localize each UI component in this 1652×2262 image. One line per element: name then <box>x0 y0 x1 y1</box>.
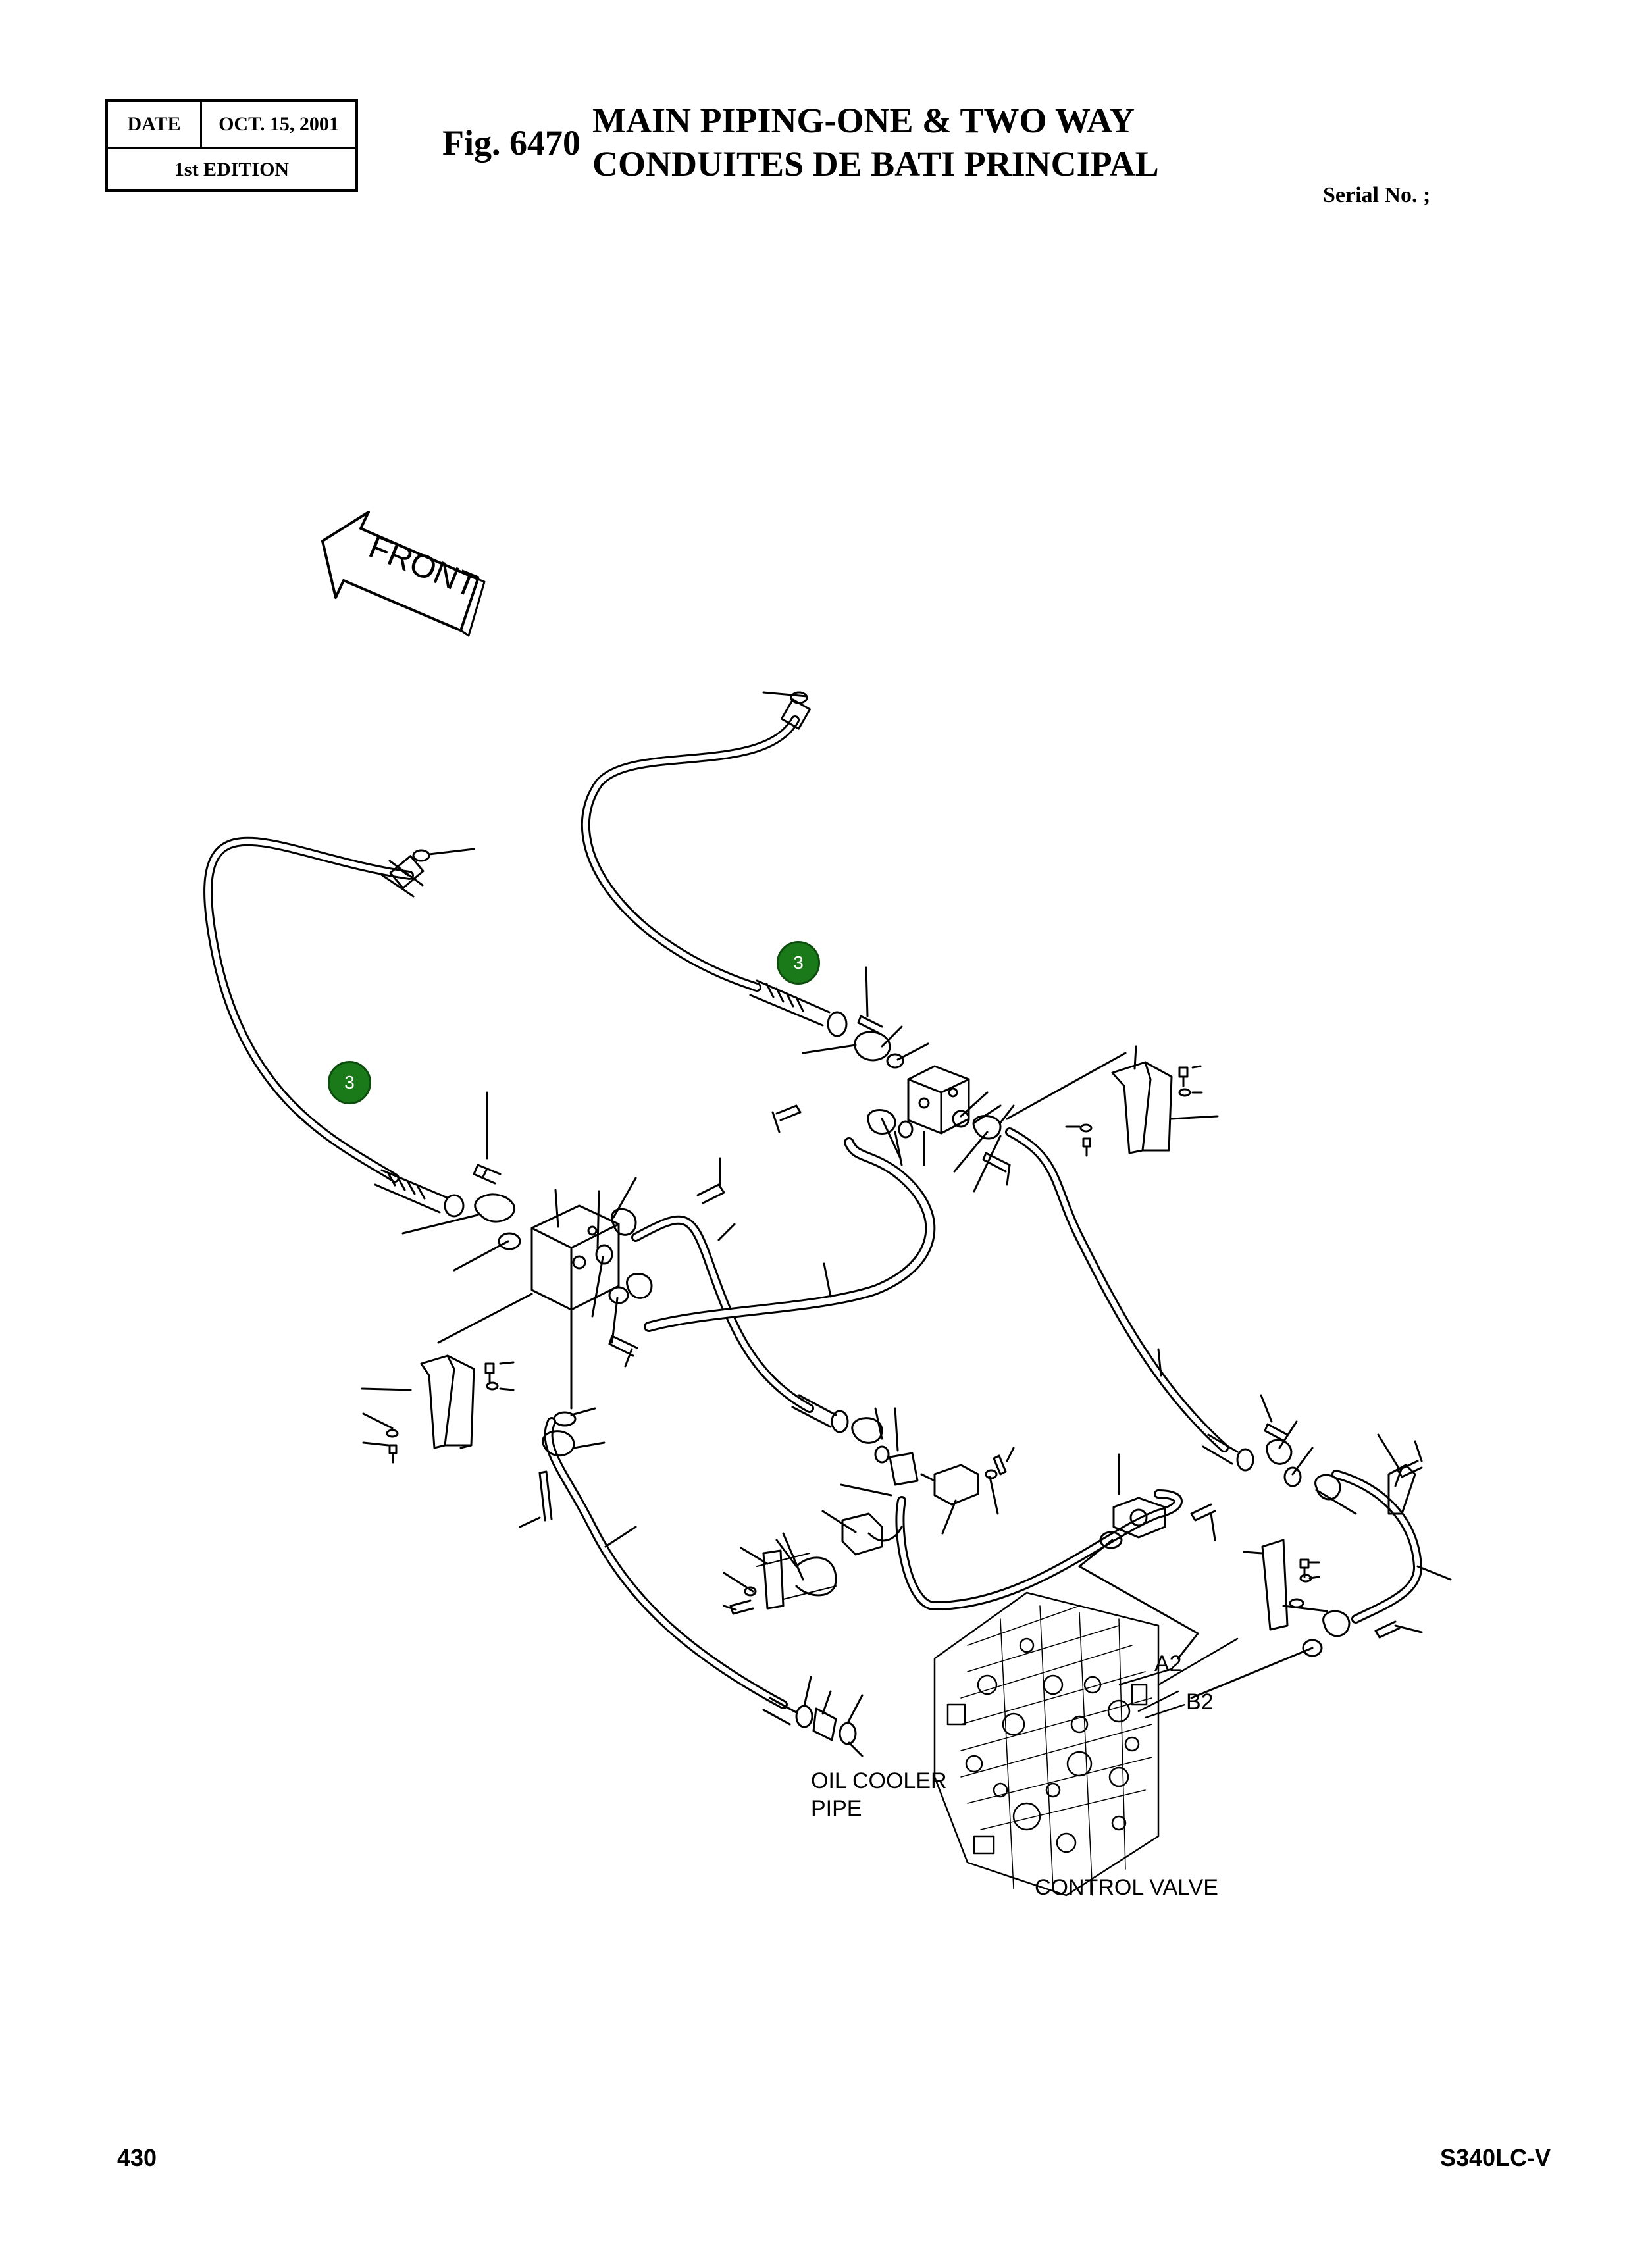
title-french: CONDUITES DE BATI PRINCIPAL <box>592 144 1159 184</box>
date-box: DATE OCT. 15, 2001 1st EDITION <box>105 99 358 192</box>
callout-bubble[interactable]: 3 <box>777 941 820 985</box>
title-english: MAIN PIPING-ONE & TWO WAY <box>592 101 1135 140</box>
cross-pipe <box>631 1137 936 1433</box>
label-a2: A2 <box>1154 1651 1182 1676</box>
middle-upper-hose <box>581 691 848 1037</box>
callout-bubble[interactable]: 3 <box>328 1061 371 1104</box>
left-valve-block <box>401 1091 725 1410</box>
date-label: DATE <box>108 102 202 147</box>
label-control-valve: CONTROL VALVE <box>1035 1875 1218 1900</box>
serial-number: Serial No. ; <box>1323 183 1431 207</box>
label-b2: B2 <box>1186 1689 1214 1714</box>
lower-left-hose <box>519 1407 864 1757</box>
label-oil-cooler-pipe-line1: OIL COOLER <box>811 1768 947 1793</box>
front-arrow-label: FRONT <box>364 528 483 604</box>
middle-valve-block <box>771 966 1127 1193</box>
front-arrow-icon: FRONT <box>321 511 486 637</box>
label-oil-cooler-pipe-line2: PIPE <box>811 1796 862 1821</box>
right-lower-pipe <box>1190 1394 1452 1699</box>
center-lower-pipe <box>723 1407 1216 1660</box>
right-hose <box>1005 1127 1254 1472</box>
model-name: S340LC-V <box>1440 2144 1551 2171</box>
date-value: OCT. 15, 2001 <box>219 113 339 135</box>
page-number: 430 <box>117 2144 157 2171</box>
right-upper-bracket <box>1065 1045 1219 1157</box>
left-upper-hose <box>203 836 475 1218</box>
control-valve-body <box>933 1591 1239 1897</box>
edition: 1st EDITION <box>174 159 290 180</box>
figure-number: Fig. 6470 <box>442 123 581 163</box>
left-bracket <box>361 1354 515 1464</box>
